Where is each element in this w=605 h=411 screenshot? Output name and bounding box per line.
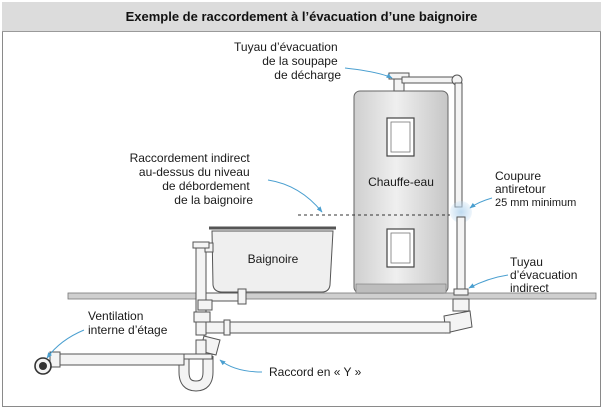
label-water-heater: Chauffe-eau (368, 175, 434, 189)
label-air-gap: Coupure antiretour (495, 169, 546, 196)
diagram-frame (2, 2, 601, 407)
water-heater (353, 90, 449, 294)
label-wye: Raccord en « Y » (269, 365, 362, 379)
upper-access-panel (386, 117, 415, 157)
vent-pipe (34, 351, 185, 375)
lower-access-panel (386, 228, 415, 268)
diagram-title-text: Exemple de raccordement à l’évacuation d… (125, 9, 478, 24)
diagram-title: Exemple de raccordement à l’évacuation d… (2, 2, 601, 32)
label-relief-pipe: Tuyau d’évacuation de la soupape de déch… (234, 40, 341, 82)
label-bathtub: Baignoire (248, 252, 299, 266)
label-indirect-connection: Raccordement indirect au-dessus du nivea… (130, 151, 254, 207)
bathtub-drain (178, 241, 247, 392)
indirect-drain-pipe (205, 216, 473, 336)
air-gap-marker (450, 201, 472, 223)
bathtub (209, 226, 336, 293)
floor-slab (67, 292, 597, 300)
label-vent: Ventilation interne d’étage (88, 309, 168, 337)
leader-lines (46, 67, 509, 373)
label-air-gap-size: 25 mm minimum (495, 197, 576, 209)
label-indirect-drain: Tuyau d’évacuation indirect (510, 255, 581, 295)
